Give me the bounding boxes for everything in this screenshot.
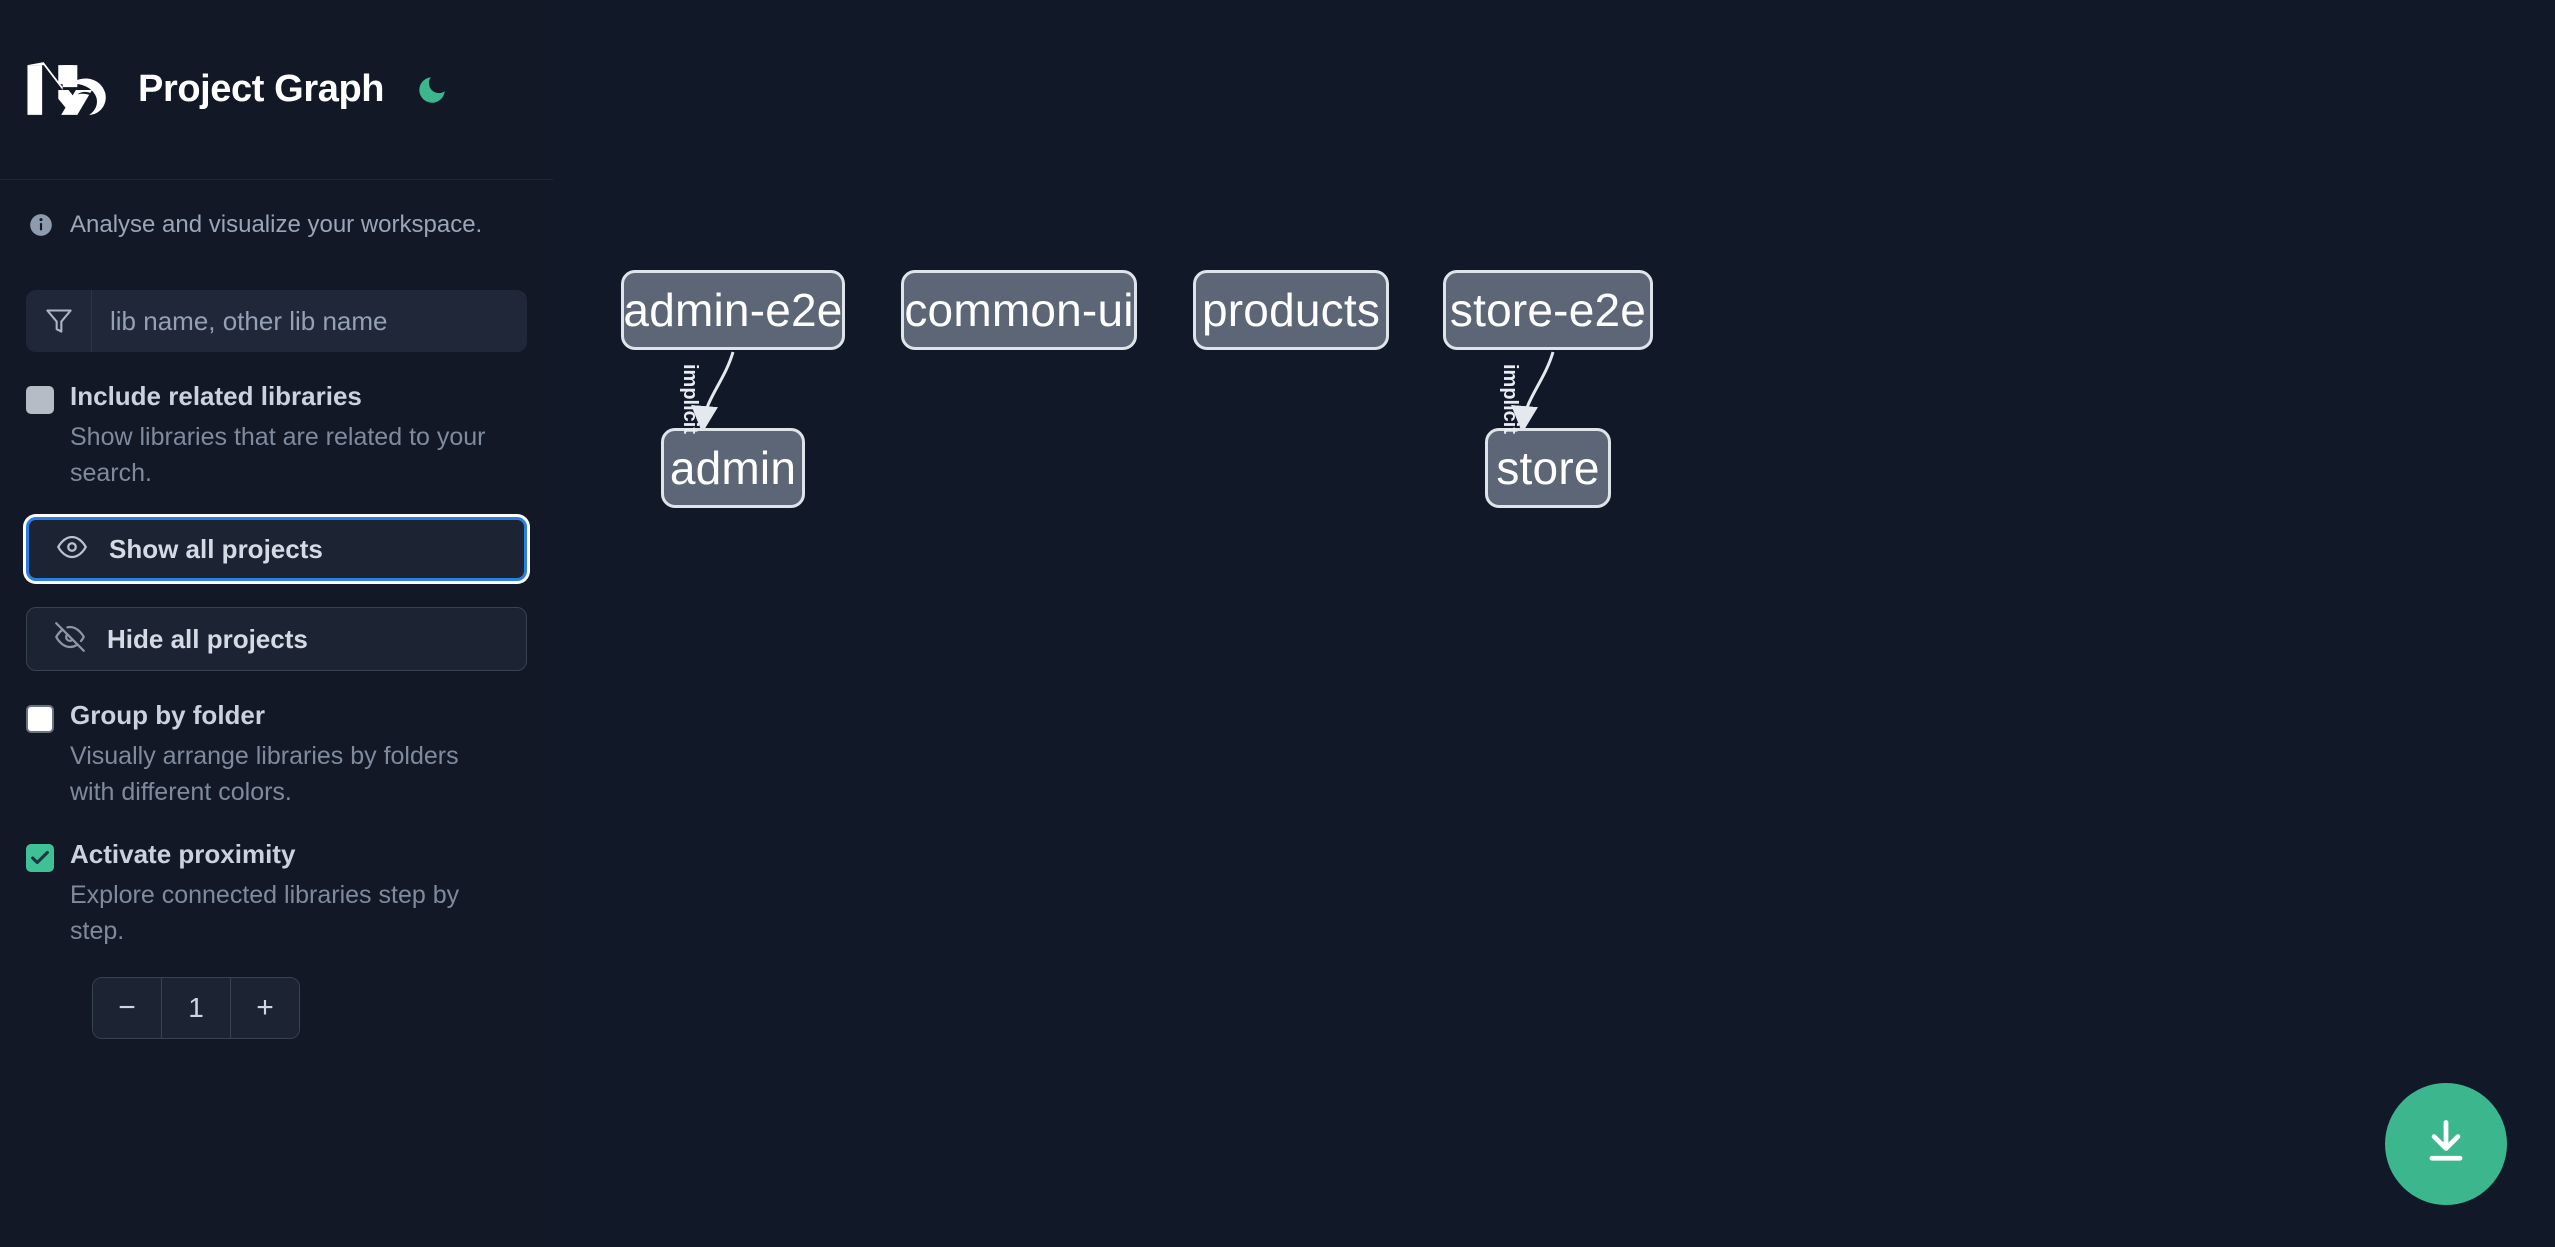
eye-icon bbox=[57, 532, 87, 567]
proximity-value: 1 bbox=[161, 978, 231, 1038]
edge-admin-e2e-to-admin bbox=[691, 351, 735, 433]
graph-node-products[interactable]: products bbox=[1193, 270, 1389, 350]
group-by-folder-row[interactable]: Group by folder bbox=[26, 701, 527, 733]
nx-logo-icon bbox=[26, 61, 114, 118]
info-icon bbox=[28, 212, 54, 238]
moon-icon[interactable] bbox=[410, 68, 454, 112]
edge-label-admin-implicit: implicit bbox=[679, 364, 701, 435]
graph-node-common-ui[interactable]: common-ui bbox=[901, 270, 1137, 350]
proximity-stepper[interactable]: − 1 + bbox=[92, 977, 300, 1039]
show-all-projects-label: Show all projects bbox=[109, 533, 323, 564]
include-related-libraries-row[interactable]: Include related libraries bbox=[26, 382, 527, 414]
graph-edges-layer bbox=[691, 351, 1555, 433]
proximity-increment-button[interactable]: + bbox=[231, 978, 299, 1038]
search-input[interactable] bbox=[92, 290, 527, 352]
edge-store-e2e-to-store bbox=[1511, 351, 1555, 433]
graph-node-label: products bbox=[1201, 284, 1381, 336]
graph-node-label: common-ui bbox=[904, 284, 1134, 336]
hide-all-projects-label: Hide all projects bbox=[107, 623, 308, 654]
graph-node-store[interactable]: store bbox=[1485, 428, 1611, 508]
graph-node-admin-e2e[interactable]: admin-e2e bbox=[621, 270, 845, 350]
eye-off-icon bbox=[55, 621, 85, 657]
page-title: Project Graph bbox=[138, 68, 385, 110]
tagline-text: Analyse and visualize your workspace. bbox=[70, 211, 483, 238]
filter-icon bbox=[26, 290, 92, 352]
activate-proximity-checkbox[interactable] bbox=[26, 844, 54, 872]
activate-proximity-label: Activate proximity bbox=[70, 839, 296, 869]
option-include-related-libraries: Include related libraries Show libraries… bbox=[26, 382, 527, 491]
graph-node-label: admin bbox=[669, 442, 797, 494]
group-by-folder-description: Visually arrange libraries by folders wi… bbox=[70, 742, 459, 806]
tagline: Analyse and visualize your workspace. bbox=[26, 180, 527, 270]
edge-label-store-implicit: implicit bbox=[1499, 364, 1521, 435]
hide-all-projects-button[interactable]: Hide all projects bbox=[26, 607, 527, 671]
graph-canvas[interactable]: admin-e2e common-ui products store-e2e a… bbox=[553, 0, 2555, 1247]
download-icon bbox=[2420, 1116, 2472, 1173]
option-activate-proximity: Activate proximity Explore connected lib… bbox=[26, 840, 527, 1039]
option-group-by-folder: Group by folder Visually arrange librari… bbox=[26, 701, 527, 810]
group-by-folder-label: Group by folder bbox=[70, 700, 265, 730]
graph-node-label: admin-e2e bbox=[623, 284, 843, 336]
include-related-libraries-checkbox[interactable] bbox=[26, 386, 54, 414]
graph-node-store-e2e[interactable]: store-e2e bbox=[1443, 270, 1653, 350]
proximity-decrement-button[interactable]: − bbox=[93, 978, 161, 1038]
activate-proximity-description: Explore connected libraries step by step… bbox=[70, 881, 460, 945]
download-button[interactable] bbox=[2385, 1083, 2507, 1205]
group-by-folder-checkbox[interactable] bbox=[26, 705, 54, 733]
graph-node-label: store-e2e bbox=[1449, 284, 1647, 336]
sidebar-header: Project Graph bbox=[0, 0, 553, 180]
activate-proximity-row[interactable]: Activate proximity bbox=[26, 840, 527, 872]
search-field[interactable] bbox=[26, 290, 527, 352]
graph-node-label: store bbox=[1496, 442, 1600, 494]
graph-node-admin[interactable]: admin bbox=[661, 428, 805, 508]
sidebar: Project Graph Analyse and visualize your… bbox=[0, 0, 553, 1247]
include-related-libraries-label: Include related libraries bbox=[70, 381, 362, 411]
sidebar-body: Analyse and visualize your workspace. In… bbox=[0, 180, 553, 1039]
include-related-libraries-description: Show libraries that are related to your … bbox=[70, 423, 486, 487]
show-all-projects-button[interactable]: Show all projects bbox=[26, 517, 527, 581]
